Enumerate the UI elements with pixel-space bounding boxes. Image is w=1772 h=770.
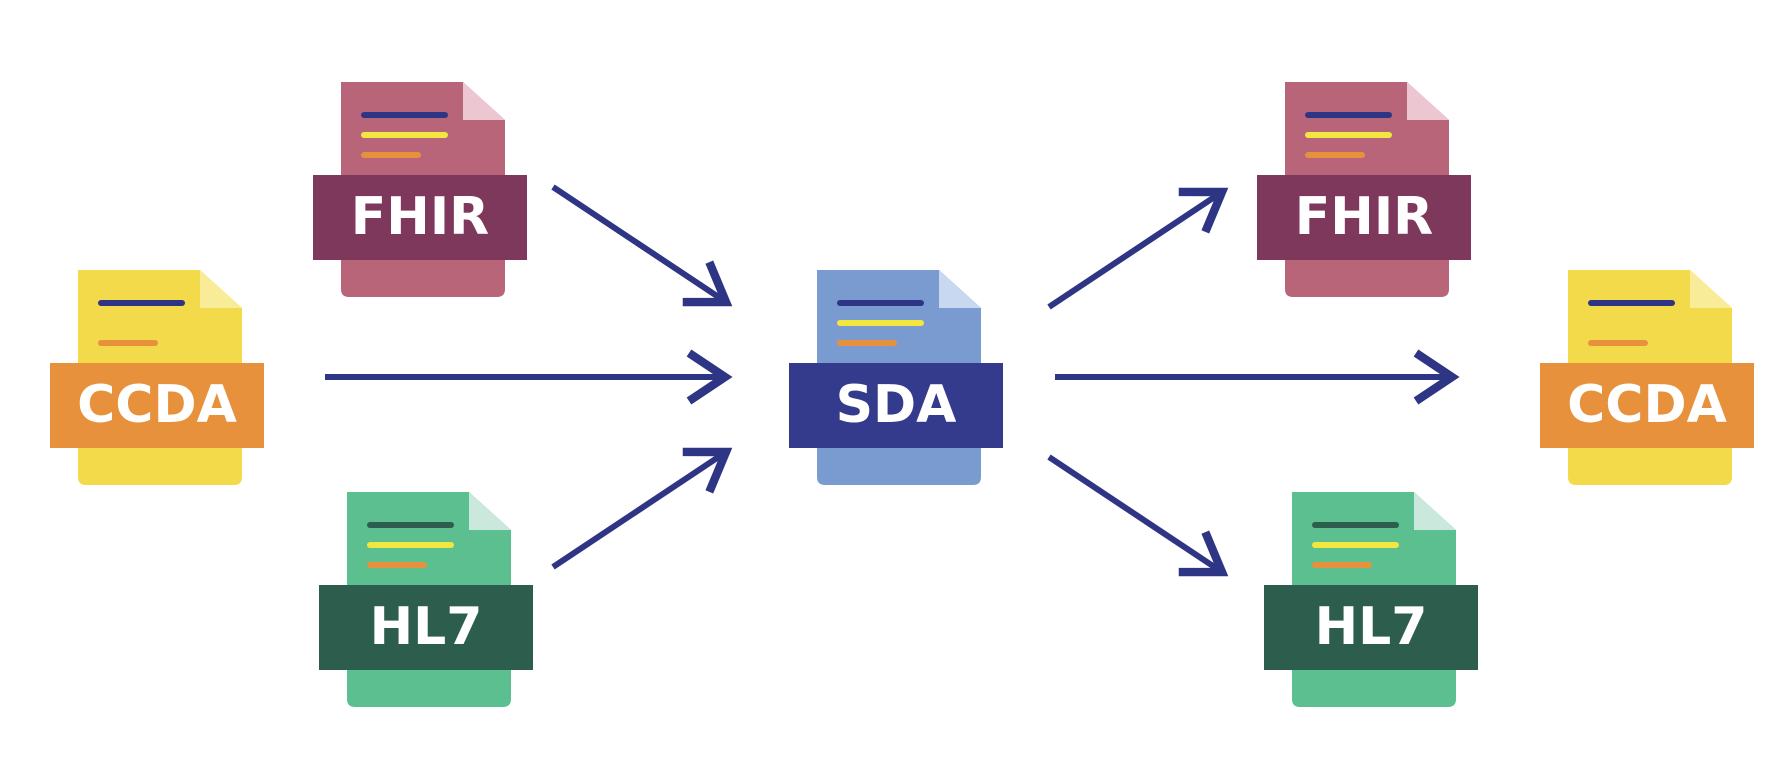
doc-source-ccda: CCDA <box>50 270 264 485</box>
doc-line <box>98 340 158 346</box>
doc-source-fhir: FHIR <box>313 82 527 297</box>
arrow-fhir-to-sda <box>551 184 733 307</box>
doc-fold <box>1407 82 1449 120</box>
doc-label: HL7 <box>370 597 483 657</box>
doc-target-fhir: FHIR <box>1257 82 1471 297</box>
doc-band <box>1264 585 1478 670</box>
doc-line <box>1312 562 1372 568</box>
doc-band <box>50 363 264 448</box>
doc-source-hl7: HL7 <box>319 492 533 707</box>
doc-label: HL7 <box>1315 597 1428 657</box>
doc-line <box>1588 300 1675 306</box>
doc-line <box>1305 132 1392 138</box>
doc-line <box>367 562 427 568</box>
doc-line <box>361 112 448 118</box>
arrow-sda-to-hl7 <box>1047 454 1229 577</box>
doc-line <box>837 320 924 326</box>
doc-fold <box>200 270 242 308</box>
doc-line <box>1588 340 1648 346</box>
doc-label: SDA <box>836 375 957 435</box>
doc-line <box>361 132 448 138</box>
doc-line <box>98 300 185 306</box>
doc-band <box>313 175 527 260</box>
doc-label: CCDA <box>1567 375 1727 435</box>
arrow-hl7-to-sda <box>551 447 733 570</box>
doc-fold <box>1414 492 1456 530</box>
doc-line <box>837 300 924 306</box>
doc-line <box>361 152 421 158</box>
doc-band <box>789 363 1003 448</box>
arrow-sda-to-fhir <box>1047 187 1229 310</box>
doc-label: FHIR <box>1295 187 1433 247</box>
doc-fold <box>939 270 981 308</box>
doc-line <box>1312 522 1399 528</box>
doc-line <box>1305 152 1365 158</box>
doc-line <box>1305 112 1392 118</box>
doc-fold <box>463 82 505 120</box>
doc-band <box>1540 363 1754 448</box>
doc-line <box>367 522 454 528</box>
doc-fold <box>469 492 511 530</box>
doc-fold <box>1690 270 1732 308</box>
doc-line <box>1312 542 1399 548</box>
doc-line <box>367 542 454 548</box>
doc-label: FHIR <box>351 187 489 247</box>
doc-hub-sda: SDA <box>789 270 1003 485</box>
doc-label: CCDA <box>77 375 237 435</box>
arrows <box>325 184 1460 577</box>
doc-line <box>837 340 897 346</box>
doc-target-hl7: HL7 <box>1264 492 1478 707</box>
doc-band <box>319 585 533 670</box>
doc-target-ccda: CCDA <box>1540 270 1754 485</box>
doc-band <box>1257 175 1471 260</box>
